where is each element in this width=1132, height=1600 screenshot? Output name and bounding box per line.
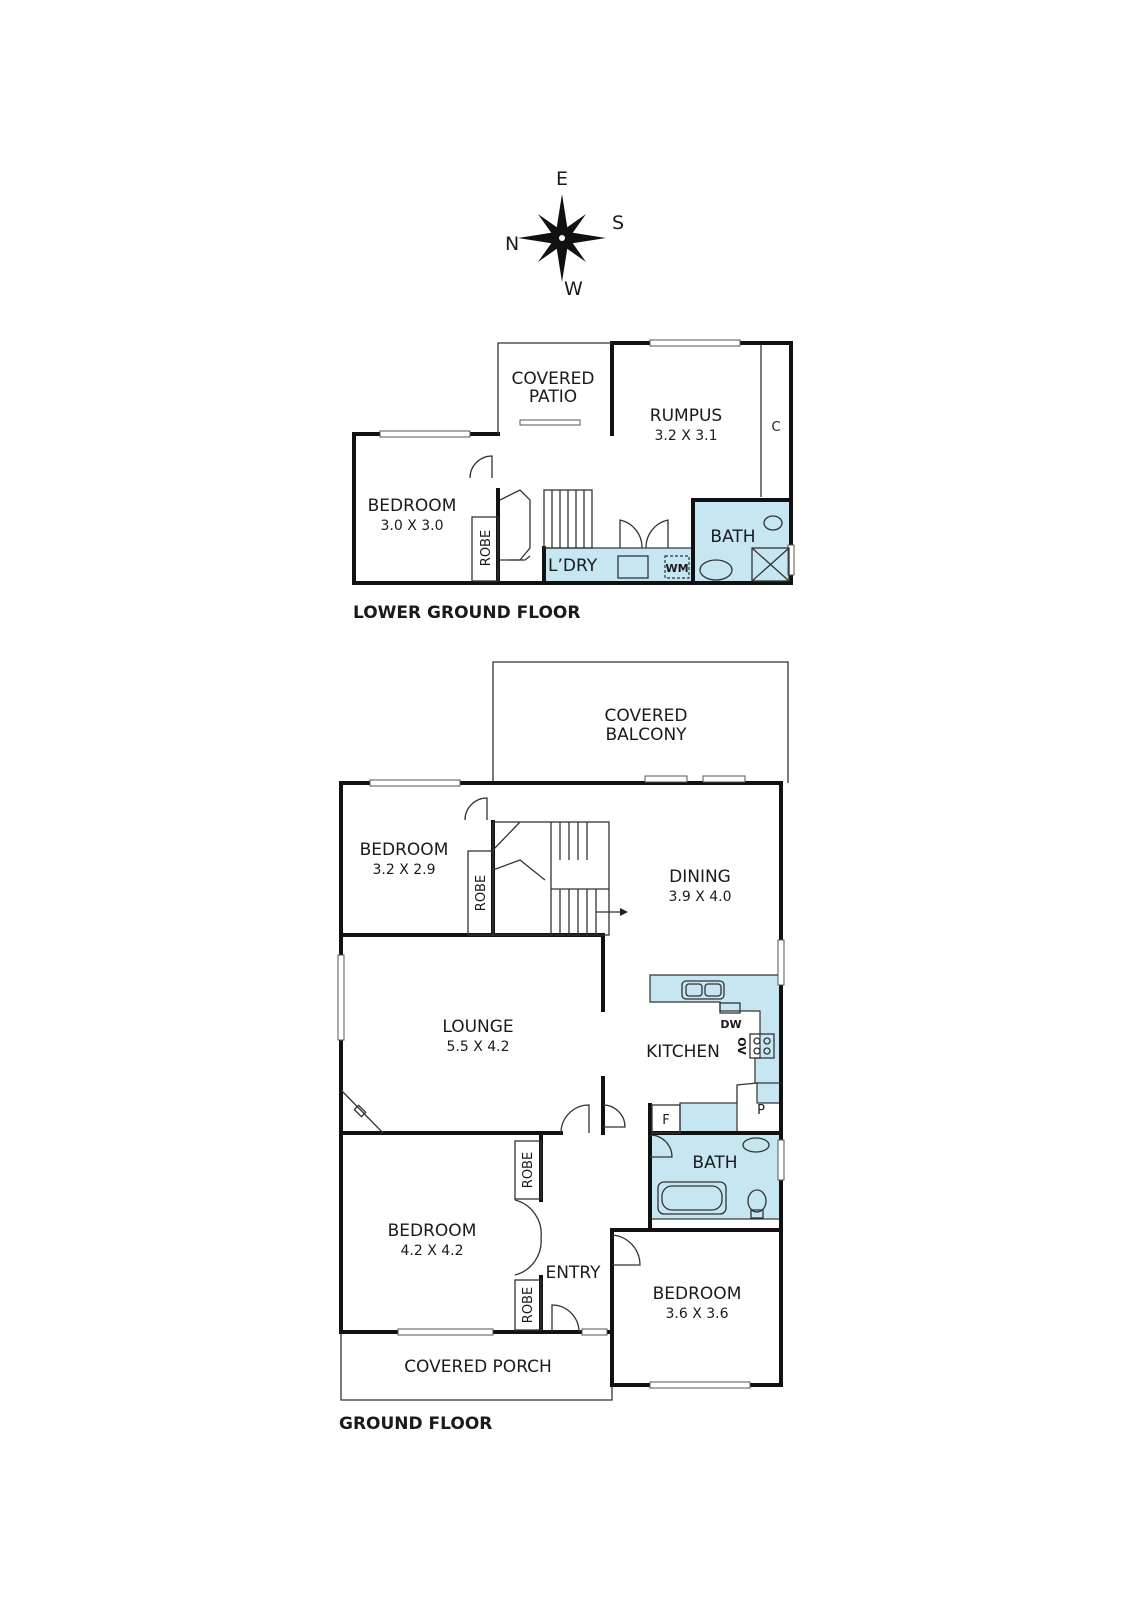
lower-ground-floor-title: LOWER GROUND FLOOR	[353, 603, 580, 623]
lower-bath-label: BATH	[710, 527, 755, 547]
robe-2-label: ROBE	[521, 1152, 536, 1188]
kitchen-label: KITCHEN	[646, 1042, 720, 1062]
covered-porch-label: COVERED PORCH	[404, 1357, 552, 1377]
entry-label: ENTRY	[546, 1263, 602, 1283]
compass-south-label: S	[612, 212, 624, 234]
robe-1-label: ROBE	[474, 875, 489, 911]
lower-bedroom-dims: 3.0 X 3.0	[380, 518, 443, 534]
bedroom-2-label: BEDROOM	[388, 1221, 477, 1241]
bedroom-2-dims: 4.2 X 4.2	[400, 1243, 463, 1259]
bedroom-1-dims: 3.2 X 2.9	[372, 862, 435, 878]
covered-balcony-label: COVERED	[605, 706, 688, 726]
ground-floor-title: GROUND FLOOR	[339, 1414, 492, 1434]
rumpus-dims: 3.2 X 3.1	[654, 428, 717, 444]
cupboard-label: C	[771, 420, 780, 435]
oven-label: OV	[735, 1037, 748, 1055]
lower-robe-label: ROBE	[479, 530, 494, 566]
washing-machine-label: WM	[665, 562, 688, 575]
robe-3-label: ROBE	[521, 1287, 536, 1323]
laundry-label: L’DRY	[548, 556, 598, 576]
compass-north-label: N	[505, 233, 519, 255]
compass-rose: E S N W	[505, 168, 624, 300]
compass-west-label: W	[564, 278, 583, 300]
lounge-dims: 5.5 X 4.2	[446, 1039, 509, 1055]
fridge-label: F	[662, 1113, 669, 1128]
covered-patio-label: COVERED	[512, 369, 595, 389]
bedroom-3-label: BEDROOM	[653, 1284, 742, 1304]
bedroom-3-dims: 3.6 X 3.6	[665, 1306, 728, 1322]
lounge-label: LOUNGE	[442, 1017, 513, 1037]
covered-patio-label-2: PATIO	[529, 387, 577, 407]
bedroom-1-label: BEDROOM	[360, 840, 449, 860]
dining-dims: 3.9 X 4.0	[668, 889, 731, 905]
covered-balcony-label-2: BALCONY	[605, 725, 687, 745]
compass-east-label: E	[556, 168, 568, 190]
ground-floor-plan: COVERED BALCONY BEDROOM 3.2 X 2.9 ROBE D…	[337, 661, 789, 1434]
dishwasher-label: DW	[720, 1018, 741, 1031]
dining-label: DINING	[669, 867, 731, 887]
lower-ground-floor-plan: COVERED PATIO RUMPUS 3.2 X 3.1 C BEDROOM…	[352, 339, 795, 623]
lower-bedroom-label: BEDROOM	[368, 496, 457, 516]
rumpus-label: RUMPUS	[650, 406, 722, 426]
pantry-label: P	[757, 1103, 765, 1118]
ground-bath-label: BATH	[692, 1153, 737, 1173]
